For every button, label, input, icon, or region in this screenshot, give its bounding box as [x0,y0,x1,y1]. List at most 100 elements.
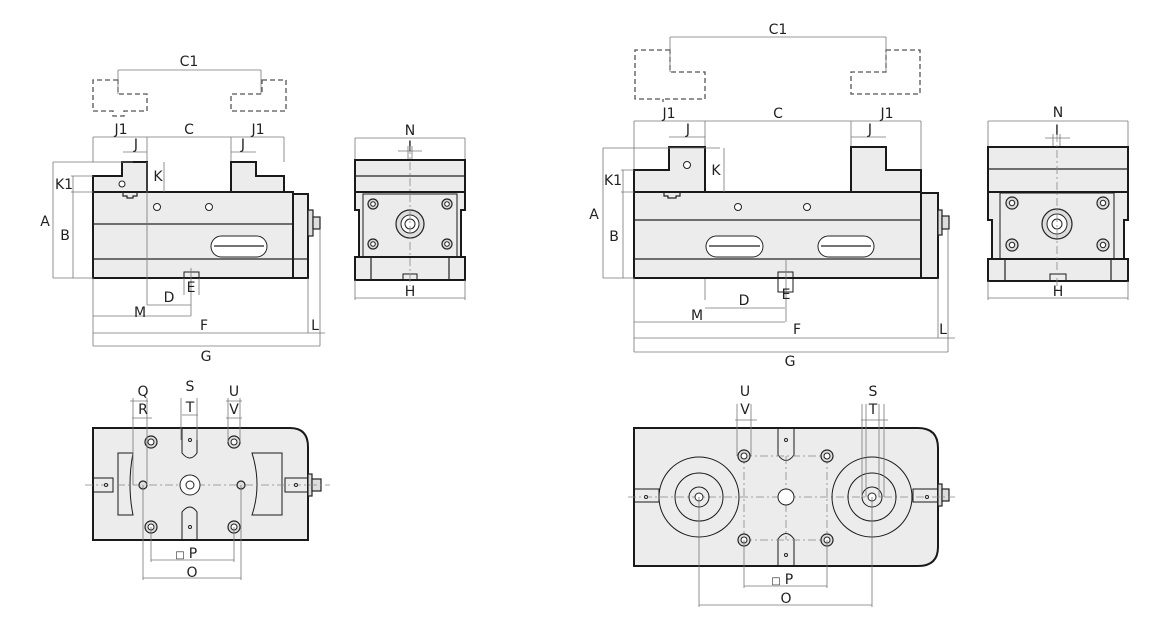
end-screws [367,198,453,250]
right-dashed-jaw-open-left [634,49,706,102]
right-vise-fixed-jaw [633,146,706,193]
body-hole-r [734,203,742,211]
left-vise-moving-jaw [230,161,285,193]
left-top-view: Q R S T U V □ P O [85,379,330,581]
label-j1-right: J1 [250,122,264,138]
label-k-r: K [711,163,721,179]
dim-lines-u-v-s-t-r [735,404,888,497]
label-j1-left-r: J1 [661,106,675,122]
label-b-r: B [609,229,619,245]
label-f-r: F [793,322,801,338]
label-k1-r: K1 [604,173,622,189]
label-l: L [311,318,319,334]
left-end-block [292,193,309,279]
left-vise-fixed-jaw [92,161,148,193]
label-k1: K1 [55,177,73,193]
jaw-pocket-right [251,452,283,516]
screw-head [312,216,321,230]
label-j1-right-r: J1 [879,106,893,122]
dim-lines-q-r-s-t-u-v [130,398,242,485]
label-j1-left: J1 [113,122,127,138]
label-o-r: O [780,591,791,607]
dim-line-h [354,280,466,300]
dim-line-k1-r [621,169,634,192]
slot-top [181,428,198,459]
right-side-view: C1 J1 C J1 J J A B K1 K E D [589,22,955,370]
right-dashed-jaw-open-right [850,49,921,95]
label-c-r: C [773,106,783,122]
label-q: Q [137,384,148,400]
dim-line-f-g-l [93,229,325,347]
label-g-r: G [785,354,796,370]
dim-line-d-m [92,162,200,346]
label-p: P [189,546,197,562]
right-vise-moving-jaw [850,146,922,193]
label-j-left-r: J [685,122,690,138]
dim-line-k1 [71,175,93,192]
label-l-r: L [939,322,947,338]
top-screw-head-r [941,488,950,502]
label-g: G [201,349,212,365]
jaw-hole [118,180,126,188]
label-a: A [40,214,50,230]
dim-line-n [354,137,466,160]
right-vise-body [633,191,922,279]
label-u-r: U [740,384,750,400]
label-b: B [60,228,70,244]
label-v-r: V [740,402,750,418]
label-e-r: E [782,287,791,303]
end-base-r [987,258,1129,282]
dim-line-c1-r [669,36,887,72]
label-v: V [229,402,239,418]
left-dashed-jaw-open-right [230,79,287,112]
jaw-key-slot [122,192,138,199]
slot-bottom [181,506,198,540]
top-view-body [92,427,309,541]
label-t-r: T [868,402,878,418]
dim-line-f-g-l-r [634,229,955,353]
label-k: K [153,169,163,185]
label-p-prefix: □ [175,550,184,561]
label-c1: C1 [180,54,199,70]
right-top-view: U V S T □ P O [628,384,955,607]
label-p-r: P [785,572,793,588]
key-e [183,271,200,279]
label-j-right-r: J [867,122,872,138]
label-a-r: A [589,207,599,223]
dim-line-b-r [621,191,634,278]
label-d-r: D [739,293,750,309]
left-side-view: C1 J1 C J1 J J A B K1 K [40,54,325,365]
dim-line-j1-c [92,136,285,162]
dim-line-h-r [987,281,1129,300]
label-n: N [405,123,415,139]
label-m-r: M [691,308,703,324]
label-o: O [186,565,197,581]
label-r: R [138,402,148,418]
label-c: C [184,122,194,138]
label-i-r: I [1055,123,1059,139]
left-end-view: N I H [354,123,466,300]
label-u: U [229,384,239,400]
body-hole [205,203,213,211]
label-h-r: H [1053,284,1064,300]
label-h: H [405,284,416,300]
slot-bottom-r [777,533,795,566]
right-end-view: N I H [987,105,1129,300]
top-view-holes-r [644,438,929,557]
end-screws-r [1005,196,1110,252]
screw-head-r [941,215,950,230]
label-n-r: N [1053,105,1063,121]
right-end-block [920,192,939,279]
end-key-r [1049,273,1067,282]
label-d: D [164,290,175,306]
jaw-key-slot-r [663,192,681,199]
label-s-r: S [869,384,878,400]
dim-line-b [71,191,93,278]
left-vise-body [92,191,294,279]
label-t: T [185,400,195,416]
left-dashed-jaw-open-left [92,79,148,117]
label-f: F [200,318,208,334]
dim-line-p-o [142,485,242,580]
key-e-r [777,271,794,293]
